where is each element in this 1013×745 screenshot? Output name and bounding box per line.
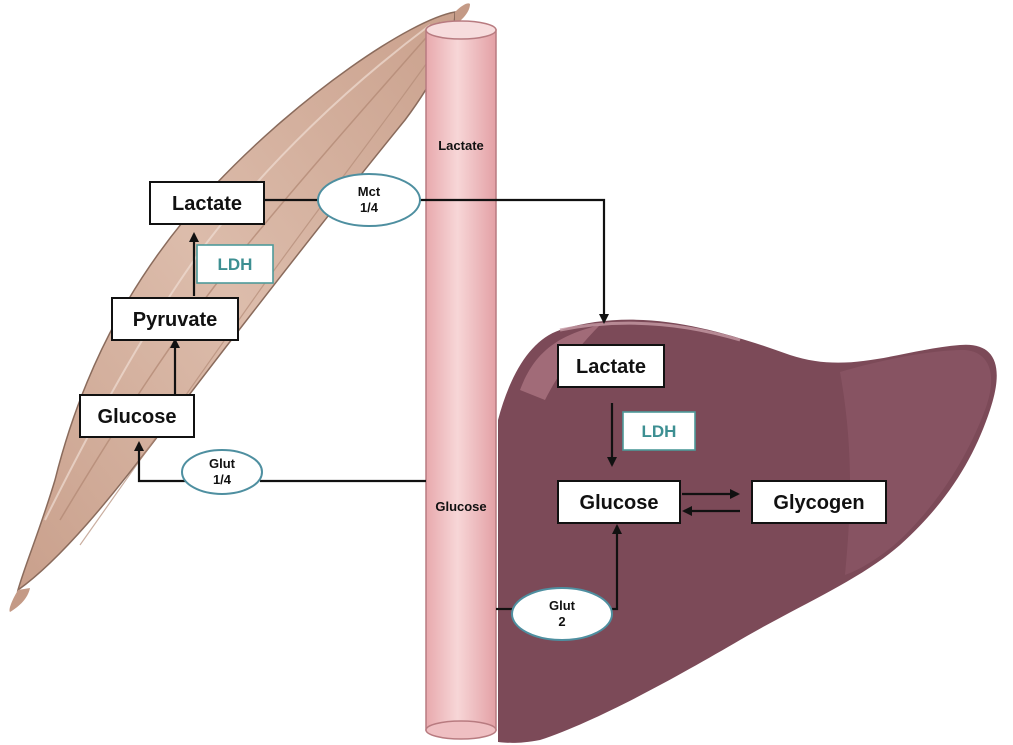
liver-glut-label-bottom: 2 [558,614,565,629]
liver-lactate-box: Lactate [558,345,664,387]
muscle-glucose-box: Glucose [80,395,194,437]
vessel-glucose-label: Glucose [435,499,486,514]
liver-lactate-label: Lactate [576,356,646,378]
liver-ldh-label: LDH [642,422,677,441]
liver-glut-transporter: Glut 2 [512,588,612,640]
liver-glycogen-box: Glycogen [752,481,886,523]
mct-label-bottom: 1/4 [360,200,379,215]
muscle-glut-label-top: Glut [209,456,236,471]
muscle-glucose-label: Glucose [98,406,177,428]
muscle-lactate-label: Lactate [172,193,242,215]
mct-transporter: Mct 1/4 [318,174,420,226]
liver-glucose-label: Glucose [580,492,659,514]
muscle-illustration [9,3,470,612]
vessel-lactate-label: Lactate [438,138,484,153]
muscle-glut-label-bottom: 1/4 [213,472,232,487]
muscle-glut-transporter: Glut 1/4 [182,450,262,494]
liver-ldh-box: LDH [623,412,695,450]
blood-vessel: Lactate Glucose [426,21,496,739]
muscle-pyruvate-box: Pyruvate [112,298,238,340]
mct-label-top: Mct [358,184,381,199]
muscle-pyruvate-label: Pyruvate [133,309,218,331]
muscle-ldh-label: LDH [218,255,253,274]
muscle-ldh-box: LDH [197,245,273,283]
liver-glycogen-label: Glycogen [773,492,864,514]
muscle-lactate-box: Lactate [150,182,264,224]
liver-glut-label-top: Glut [549,598,576,613]
liver-glucose-box: Glucose [558,481,680,523]
